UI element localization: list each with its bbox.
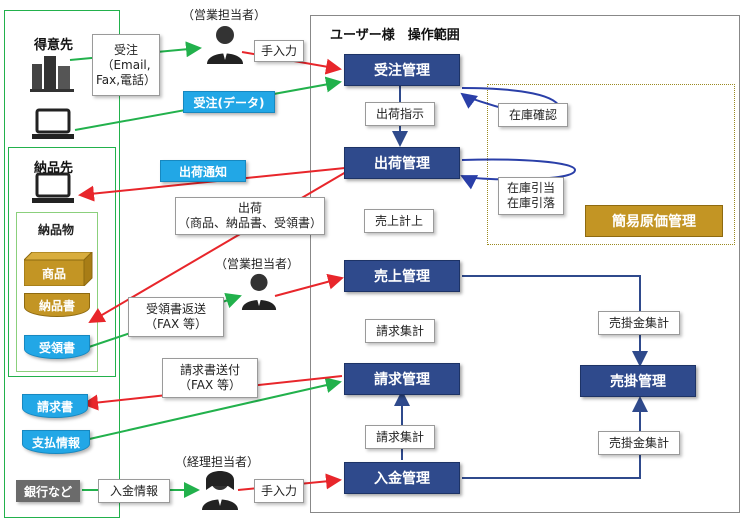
product-label: 商品 — [41, 266, 66, 281]
loop-stock-alloc — [460, 158, 577, 190]
person-icon — [202, 471, 238, 510]
note-receipt-return: 受領書返送 （FAX 等） — [128, 297, 224, 337]
note-shipment: 出荷 （商品、納品書、受領書） — [175, 197, 325, 235]
note-sales-posting: 売上計上 — [364, 209, 434, 233]
invoice-doc: 請求書 — [22, 394, 88, 418]
delivery-panel — [8, 147, 116, 377]
note-billing-total-low: 請求集計 — [365, 425, 435, 449]
note-manual-bottom: 手入力 — [254, 479, 304, 503]
cost-panel — [487, 84, 735, 245]
bank-box: 銀行など — [16, 480, 80, 502]
scope-title: ユーザー様 操作範囲 — [330, 28, 460, 43]
delivery-label: 納品先 — [34, 161, 74, 176]
laptop-icon — [32, 108, 74, 139]
process-payable[interactable]: 売掛管理 — [580, 365, 696, 397]
left-panel — [4, 10, 120, 518]
arrow-sales-to-payable — [462, 275, 648, 367]
product-box — [24, 252, 93, 286]
person-icon — [207, 26, 243, 64]
delivery-note-doc: 納品書 — [24, 293, 90, 317]
goods-header: 納品物 — [38, 223, 75, 237]
goods-panel — [16, 212, 98, 372]
note-order-in: 受注 （Email, Fax,電話） — [92, 34, 160, 96]
arrow-payment-info — [84, 377, 342, 441]
process-payment[interactable]: 入金管理 — [344, 462, 460, 494]
accounting-person-label: （経理担当者） — [175, 455, 260, 469]
process-invoice[interactable]: 請求管理 — [344, 363, 460, 395]
scope-panel — [310, 15, 740, 513]
tag-order-data: 受注(データ) — [183, 91, 275, 113]
note-manual-top: 手入力 — [254, 40, 304, 62]
process-sales[interactable]: 売上管理 — [344, 260, 460, 292]
process-order[interactable]: 受注管理 — [344, 54, 460, 86]
receipt-doc: 受領書 — [24, 335, 90, 359]
note-stock-alloc: 在庫引当 在庫引落 — [498, 177, 564, 215]
person-icon — [241, 273, 277, 310]
arrow-sales-manual — [274, 273, 344, 297]
sales-person-top-label: （営業担当者） — [182, 8, 267, 22]
note-payment-info: 入金情報 — [98, 479, 170, 503]
laptop-icon — [32, 172, 74, 203]
payment-info-doc: 支払情報 — [22, 430, 90, 454]
process-ship[interactable]: 出荷管理 — [344, 147, 460, 179]
cost-management-box[interactable]: 簡易原価管理 — [585, 205, 723, 237]
arrow-payment-to-payable — [462, 396, 648, 479]
customer-label: 得意先 — [34, 38, 74, 53]
sales-person-mid-label: （営業担当者） — [215, 257, 300, 271]
tag-ship-notice: 出荷通知 — [160, 160, 246, 182]
note-billing-total-mid: 請求集計 — [365, 319, 435, 343]
note-invoice-send: 請求書送付 （FAX 等） — [162, 358, 258, 398]
building-icon — [30, 56, 74, 92]
note-payable-total-low: 売掛金集計 — [598, 431, 680, 455]
note-ship-instr: 出荷指示 — [365, 102, 435, 126]
note-payable-total-top: 売掛金集計 — [598, 311, 680, 335]
note-stock-check: 在庫確認 — [498, 103, 568, 127]
